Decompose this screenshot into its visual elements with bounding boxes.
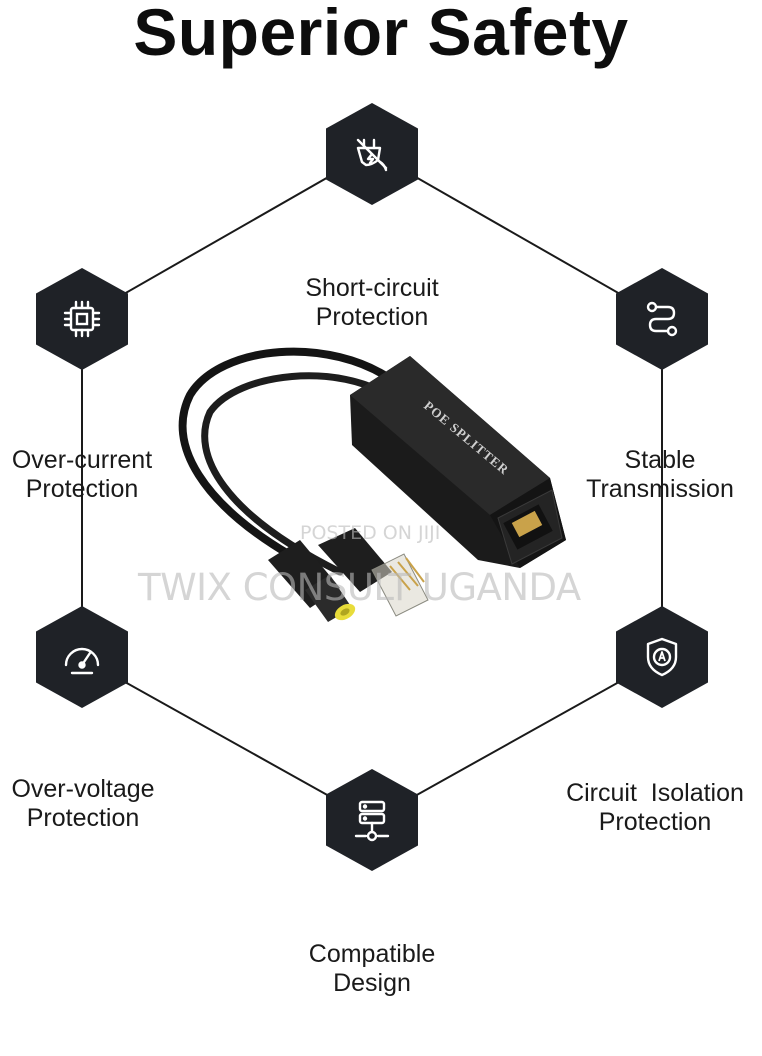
page-title: Superior Safety (133, 0, 629, 69)
feature-hex-compatible-design (326, 769, 418, 871)
product-infographic: Superior Safety POE SPLITTER (11, 0, 744, 997)
feature-hex-short-circuit (326, 103, 418, 205)
short-circuit-icon (356, 138, 388, 172)
splitter-body: POE SPLITTER (350, 356, 566, 568)
watermark-seller: TWIX CONSULT UGANDA (138, 566, 581, 609)
poe-splitter-image: POE SPLITTER (178, 347, 566, 622)
server-network-icon (354, 800, 390, 842)
watermark-posted: POSTED ON JIJI (300, 522, 441, 544)
route-icon (646, 301, 678, 337)
shield-icon (646, 637, 678, 677)
chip-icon (63, 300, 101, 338)
dc-barrel-plug (268, 540, 356, 622)
gauge-icon (64, 647, 100, 675)
rj45-plug (318, 528, 429, 617)
